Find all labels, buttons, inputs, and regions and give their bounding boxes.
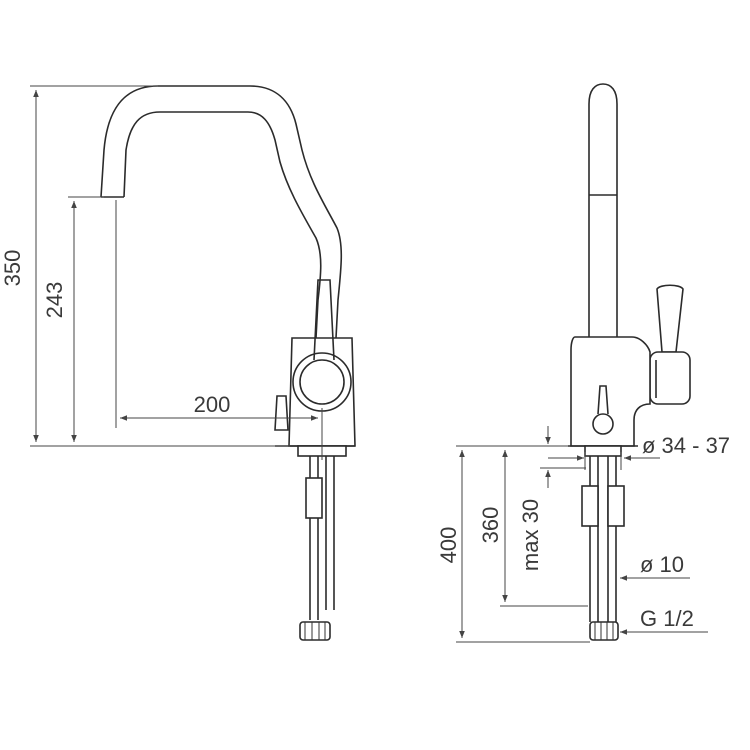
side-body: [274, 279, 356, 447]
side-aerator-handle: [274, 395, 289, 431]
dim-spout-reach: 200: [115, 200, 323, 460]
dim-label-243: 243: [42, 282, 67, 319]
side-shank: [297, 445, 347, 641]
dim-total-height: 350: [0, 85, 290, 447]
front-fixing-nut-left: [581, 485, 599, 527]
dim-thread: G 1/2: [620, 606, 708, 635]
front-hose-nut: [589, 621, 619, 641]
side-hose-nut: [299, 621, 331, 641]
side-lever-hub: [292, 352, 352, 412]
dim-hose-diameter: ø 10: [620, 552, 690, 581]
dim-label-200: 200: [194, 392, 231, 417]
dim-hole-diameter: ø 34 - 37: [548, 433, 730, 470]
front-shank: [581, 445, 625, 641]
dim-label-350: 350: [0, 250, 25, 287]
dim-spout-height: 243: [42, 196, 104, 442]
dim-label-hole-diameter: ø 34 - 37: [642, 433, 730, 458]
side-spout: [100, 85, 343, 339]
dim-shank-length: 360: [478, 450, 588, 607]
dim-hose-length: 400: [436, 445, 590, 643]
front-lever: [649, 284, 691, 405]
dim-deck-thickness: max 30: [518, 426, 586, 571]
front-body: [568, 336, 651, 447]
front-spout: [588, 83, 618, 337]
dim-label-hose-diameter: ø 10: [640, 552, 684, 577]
dim-label-thread: G 1/2: [640, 606, 694, 631]
dim-label-400: 400: [436, 527, 461, 564]
front-view: ø 34 - 37 max 30 400 360 ø 10: [436, 83, 730, 643]
dim-label-deck-thickness: max 30: [518, 499, 543, 571]
front-aerator: [592, 413, 614, 435]
dim-label-360: 360: [478, 507, 503, 544]
side-view: 350 243 200: [0, 85, 356, 641]
front-fixing-nut-right: [607, 485, 625, 527]
